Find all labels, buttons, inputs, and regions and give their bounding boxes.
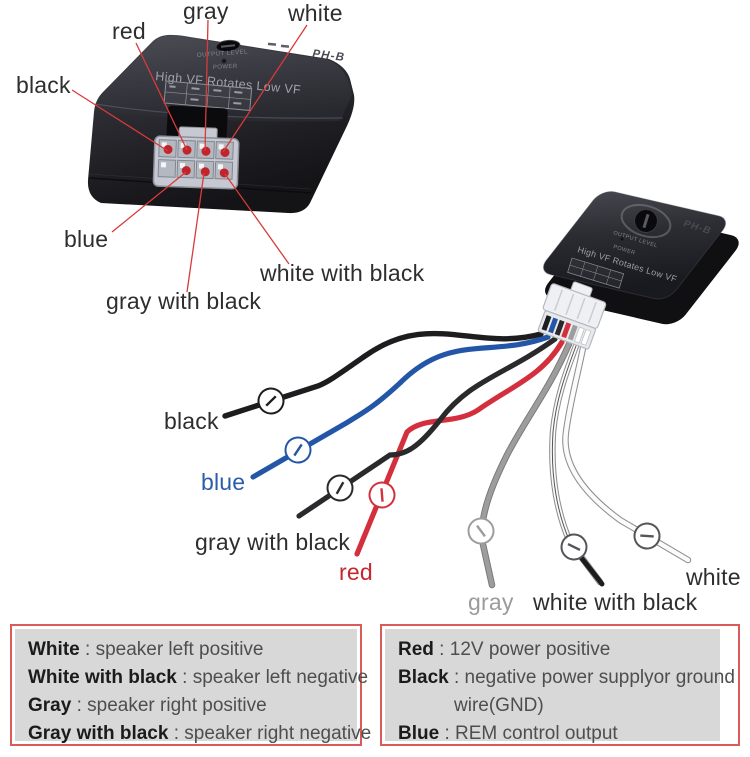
power-led bbox=[619, 236, 625, 242]
legend-power-wires: Red : 12V power positive Black : negativ… bbox=[380, 624, 740, 746]
wire-marker bbox=[467, 517, 495, 545]
legend-row: White with black : speaker left negative bbox=[28, 664, 368, 692]
plug-wire-stubs bbox=[541, 315, 592, 346]
legend-wire-name: Blue bbox=[398, 723, 440, 744]
legend-wire-desc: speaker right negative bbox=[184, 723, 372, 744]
legend-wire-desc: speaker right positive bbox=[87, 695, 267, 716]
wire-marker bbox=[633, 522, 661, 550]
legend-row: Red : 12V power positive bbox=[398, 636, 714, 664]
pin-label-gray-with-black: gray with black bbox=[106, 288, 262, 314]
pin-assignment-table bbox=[567, 257, 625, 289]
leader-lines bbox=[71, 19, 308, 293]
legend-row: Black : negative power supplyor ground bbox=[398, 664, 735, 692]
legend-wire-desc: negative power supplyor ground bbox=[464, 667, 735, 688]
legend-row: Blue : REM control output bbox=[398, 720, 714, 748]
wire-marker bbox=[326, 474, 354, 502]
wire-red bbox=[354, 339, 565, 557]
pin-dot bbox=[201, 146, 211, 156]
pin-dot bbox=[220, 147, 230, 157]
wire-white-with-black-stripe bbox=[551, 345, 577, 543]
leader-white-with-black bbox=[224, 173, 290, 265]
wire-label-gray: gray bbox=[468, 589, 514, 615]
wire-label-gray-with-black: gray with black bbox=[195, 529, 351, 555]
wire-white-under bbox=[562, 344, 692, 564]
wire-label-black: black bbox=[164, 408, 219, 434]
legend-wire-desc: speaker left positive bbox=[95, 639, 264, 660]
panel-mark bbox=[267, 42, 277, 46]
pin-dot bbox=[182, 145, 192, 155]
legend-speaker-panel: White : speaker left positive White with… bbox=[15, 629, 371, 744]
wire-blue bbox=[250, 334, 551, 480]
pin-label-white-with-black: white with black bbox=[260, 260, 425, 286]
legend-separator: : bbox=[79, 639, 96, 660]
legend-wire-name: White with black bbox=[28, 667, 177, 688]
legend-row: Gray : speaker right positive bbox=[28, 692, 351, 720]
device-left-top-face bbox=[95, 35, 352, 122]
pin-dot bbox=[163, 144, 173, 154]
level-dial-slot bbox=[642, 213, 650, 229]
device-left: OUTPUT LEVEL POWER High VF Rotates Low V… bbox=[71, 19, 355, 293]
brand-text: PH-B bbox=[312, 48, 346, 64]
legend-separator: : bbox=[71, 695, 88, 716]
wire-marker bbox=[560, 533, 588, 561]
pin-label-blue: blue bbox=[64, 226, 109, 252]
legend-wire-name: White bbox=[28, 639, 80, 660]
leader-red bbox=[135, 42, 188, 151]
legend-separator: : bbox=[433, 639, 450, 660]
legend-wire-desc: REM control output bbox=[455, 723, 618, 744]
level-knob-slot bbox=[220, 44, 236, 48]
wire-label-blue: blue bbox=[201, 469, 246, 495]
legend-wire-desc: speaker left negative bbox=[192, 667, 369, 688]
pin-label-black: black bbox=[16, 72, 71, 98]
device-right-top-face bbox=[542, 191, 727, 300]
legend-wire-name: Gray with black bbox=[28, 723, 169, 744]
wire-label-white-with-black: white with black bbox=[533, 589, 698, 615]
device-right: OUTPUT LEVEL POWER High VF Rotates Low V… bbox=[222, 191, 739, 589]
leader-gray bbox=[204, 19, 209, 152]
power-text: POWER bbox=[213, 64, 238, 71]
wire-marker bbox=[284, 436, 312, 464]
legend-separator: : bbox=[176, 667, 193, 688]
wire-white bbox=[563, 345, 691, 563]
leader-blue bbox=[111, 171, 187, 233]
leader-white bbox=[222, 24, 308, 153]
legend-wire-desc: 12V power positive bbox=[449, 639, 611, 660]
legend-power-panel: Red : 12V power positive Black : negativ… bbox=[385, 629, 735, 744]
panel-mark bbox=[280, 44, 290, 48]
wire-marker bbox=[368, 481, 396, 509]
wire-marker bbox=[257, 387, 285, 415]
wire-white-with-black-tip bbox=[577, 553, 605, 587]
power-led bbox=[221, 58, 227, 64]
connector-plug-white bbox=[537, 281, 607, 350]
wire-markers bbox=[257, 387, 661, 561]
legend-row: Gray with black : speaker right negative bbox=[28, 720, 371, 748]
pin-label-red: red bbox=[112, 18, 146, 44]
wire-label-white: white bbox=[686, 564, 741, 590]
legend-separator: : bbox=[448, 667, 465, 688]
connector-8pin bbox=[152, 126, 240, 190]
wire-label-red: red bbox=[339, 559, 373, 585]
legend-separator: : bbox=[439, 723, 456, 744]
legend-separator: : bbox=[168, 723, 185, 744]
pin-label-gray: gray bbox=[183, 0, 229, 24]
output-level-text: OUTPUT LEVEL bbox=[197, 48, 249, 59]
legend-wire-name: Black bbox=[398, 667, 449, 688]
legend-wire-name: Gray bbox=[28, 695, 72, 716]
wire-black bbox=[222, 330, 544, 419]
legend-wire-desc-wrap: wire(GND) bbox=[454, 695, 544, 716]
leader-gray-with-black bbox=[186, 172, 205, 293]
pin-dot bbox=[200, 167, 210, 177]
pin-assignment-table bbox=[163, 80, 253, 111]
level-dial-arc bbox=[620, 203, 672, 239]
pin-label-white: white bbox=[288, 0, 343, 26]
legend-row: White : speaker left positive bbox=[28, 636, 351, 664]
leader-black bbox=[71, 89, 169, 152]
wire-gray-with-black bbox=[296, 336, 558, 519]
legend-wire-name: Red bbox=[398, 639, 434, 660]
wire-harness bbox=[222, 330, 692, 589]
legend-speaker-wires: White : speaker left positive White with… bbox=[10, 624, 371, 746]
